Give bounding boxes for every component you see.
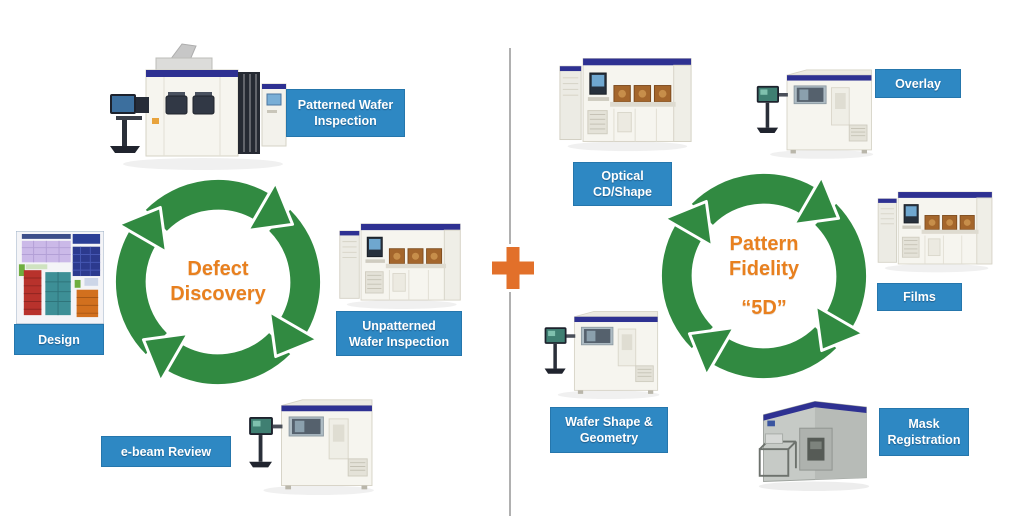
pattern-fidelity-cycle: Pattern Fidelity “5D” [650,162,878,390]
label-line: Geometry [579,431,639,445]
label-line: Wafer Shape & [565,415,653,429]
label-unpatterned-wafer-inspection: Unpatterned Wafer Inspection [336,311,462,356]
optical-cd-shape-machine-image [558,44,693,156]
center-divider-bottom [509,292,511,516]
cycle-subtitle: “5D” [741,296,787,319]
center-divider-top [509,48,511,244]
label-line: Films [903,290,936,304]
label-line: Registration [887,433,961,447]
label-wafer-shape-geometry: Wafer Shape & Geometry [550,407,668,453]
label-mask-registration: Mask Registration [879,408,969,456]
wafer-shape-geometry-machine-image [536,308,668,400]
label-line: e-beam Review [120,444,212,459]
mask-registration-machine-image [752,392,876,492]
label-ebeam-review: e-beam Review [101,436,231,467]
label-line: Inspection [314,114,377,128]
label-line: Patterned Wafer [297,98,394,112]
design-chip-layout-image [16,231,104,324]
label-line: Mask [908,417,940,431]
cycle-title-line: Pattern [729,232,799,255]
cycle-title-line: Discovery [170,283,266,305]
label-design: Design [14,324,104,355]
unpatterned-wafer-inspection-machine-image [338,212,462,312]
label-line: CD/Shape [592,185,653,199]
cycle-title-line: Fidelity [728,257,799,280]
label-films: Films [877,283,962,311]
patterned-wafer-inspection-machine-image [108,42,288,172]
plus-icon [492,247,534,289]
defect-discovery-cycle: Defect Discovery [104,168,332,396]
label-line: Optical [601,169,644,183]
defect-discovery-title: Defect Discovery [104,168,332,396]
label-patterned-wafer-inspection: Patterned Wafer Inspection [286,89,405,137]
label-line: Unpatterned [362,318,436,333]
label-line: Overlay [895,76,941,91]
pattern-fidelity-title: Pattern Fidelity “5D” [650,162,878,390]
label-overlay: Overlay [875,69,961,98]
cycle-title-line: Defect [187,258,249,280]
label-line: Design [38,332,80,347]
ebeam-review-machine-image [244,396,379,496]
films-machine-image [874,182,996,274]
label-line: Wafer Inspection [348,334,450,349]
overlay-machine-image [755,64,875,162]
label-optical-cd-shape: Optical CD/Shape [573,162,672,206]
